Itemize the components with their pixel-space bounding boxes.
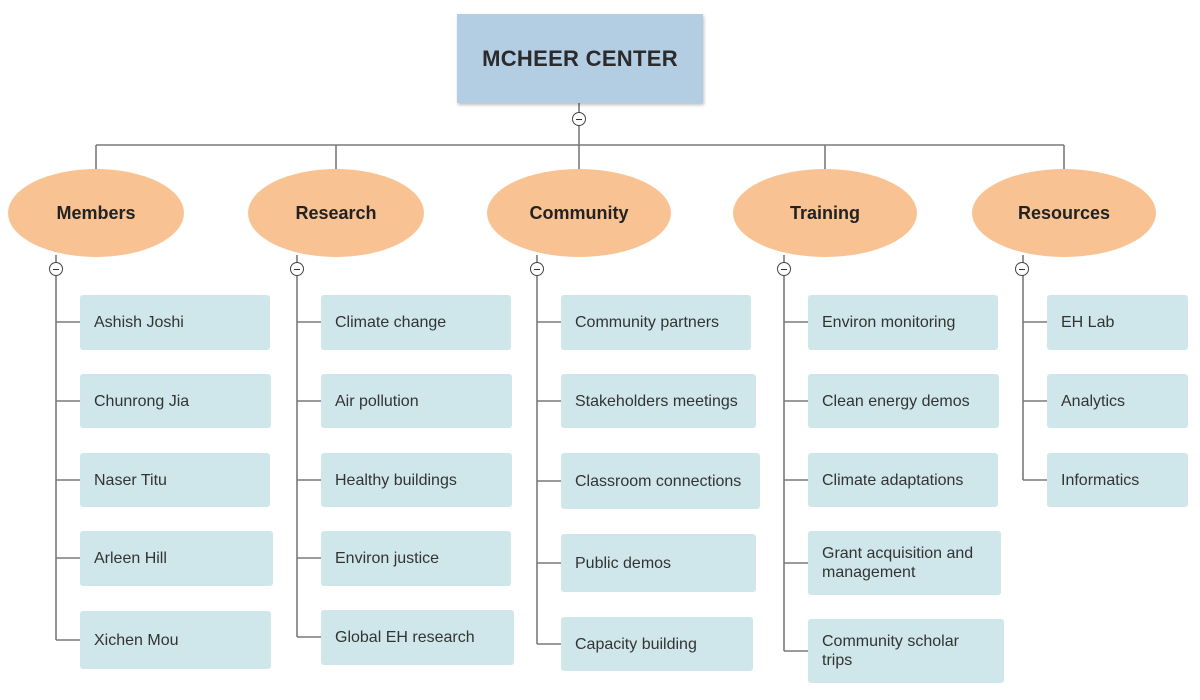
- category-node-research[interactable]: Research: [248, 169, 424, 257]
- leaf-node-research[interactable]: Healthy buildings: [321, 453, 512, 507]
- leaf-label: Clean energy demos: [822, 392, 970, 410]
- leaf-node-research[interactable]: Environ justice: [321, 531, 511, 586]
- leaf-node-members[interactable]: Chunrong Jia: [80, 374, 271, 428]
- leaf-node-training[interactable]: Community scholar trips: [808, 619, 1004, 683]
- leaf-node-community[interactable]: Community partners: [561, 295, 751, 350]
- leaf-label: Chunrong Jia: [94, 392, 190, 410]
- leaf-label: Public demos: [575, 554, 672, 572]
- leaf-label: Ashish Joshi: [94, 314, 184, 331]
- leaf-label: Global EH research: [335, 629, 475, 646]
- leaf-node-research[interactable]: Air pollution: [321, 374, 512, 428]
- leaf-node-training[interactable]: Climate adaptations: [808, 453, 998, 507]
- leaf-label: Analytics: [1061, 392, 1126, 410]
- leaf-node-resources[interactable]: Analytics: [1047, 374, 1188, 428]
- leaf-label: Grant acquisition and management: [822, 545, 974, 581]
- leaf-node-community[interactable]: Classroom connections: [561, 453, 760, 509]
- leaf-label: Informatics: [1061, 471, 1140, 489]
- leaf-label: Naser Titu: [94, 471, 167, 489]
- minus-circle-icon[interactable]: [290, 262, 304, 276]
- leaf-label: Environ justice: [335, 550, 440, 567]
- leaf-label: Climate adaptations: [822, 471, 964, 489]
- root-node-label: MCHEER CENTER: [482, 45, 678, 71]
- category-label: Training: [789, 202, 860, 223]
- leaf-label: EH Lab: [1061, 314, 1115, 331]
- leaf-node-community[interactable]: Stakeholders meetings: [561, 374, 756, 428]
- leaf-label: Environ monitoring: [822, 314, 956, 331]
- category-label: Resources: [1017, 202, 1111, 223]
- leaf-node-resources[interactable]: EH Lab: [1047, 295, 1188, 350]
- leaf-label: Arleen Hill: [94, 550, 167, 567]
- category-node-members[interactable]: Members: [8, 169, 184, 257]
- minus-circle-icon[interactable]: [572, 112, 586, 126]
- leaf-label: Air pollution: [335, 392, 419, 410]
- category-node-community[interactable]: Community: [487, 169, 671, 257]
- leaf-label: Capacity building: [575, 635, 697, 653]
- leaf-node-community[interactable]: Public demos: [561, 534, 756, 592]
- leaf-node-community[interactable]: Capacity building: [561, 617, 753, 671]
- category-node-training[interactable]: Training: [733, 169, 917, 257]
- leaf-label: Climate change: [335, 314, 447, 331]
- leaf-label: Stakeholders meetings: [575, 392, 738, 410]
- leaf-label: Xichen Mou: [94, 631, 179, 649]
- minus-circle-icon[interactable]: [1015, 262, 1029, 276]
- leaf-node-training[interactable]: Grant acquisition and management: [808, 531, 1001, 595]
- leaf-label: Healthy buildings: [335, 471, 457, 489]
- leaf-node-training[interactable]: Environ monitoring: [808, 295, 998, 350]
- leaf-node-members[interactable]: Xichen Mou: [80, 611, 271, 669]
- minus-circle-icon[interactable]: [530, 262, 544, 276]
- leaf-node-resources[interactable]: Informatics: [1047, 453, 1188, 507]
- leaf-node-members[interactable]: Ashish Joshi: [80, 295, 270, 350]
- leaf-node-members[interactable]: Arleen Hill: [80, 531, 273, 586]
- category-label: Community: [529, 202, 629, 223]
- leaf-node-members[interactable]: Naser Titu: [80, 453, 270, 507]
- leaf-label: Classroom connections: [575, 472, 742, 490]
- root-node-mcheer-center[interactable]: MCHEER CENTER: [457, 14, 703, 103]
- leaf-node-research[interactable]: Global EH research: [321, 610, 514, 665]
- leaf-node-training[interactable]: Clean energy demos: [808, 374, 999, 428]
- minus-circle-icon[interactable]: [49, 262, 63, 276]
- leaf-label: Community scholar trips: [822, 633, 959, 669]
- category-node-resources[interactable]: Resources: [972, 169, 1156, 257]
- category-label: Research: [295, 202, 377, 223]
- category-label: Members: [56, 202, 136, 223]
- minus-circle-icon[interactable]: [777, 262, 791, 276]
- leaf-node-research[interactable]: Climate change: [321, 295, 511, 350]
- leaf-label: Community partners: [575, 314, 720, 331]
